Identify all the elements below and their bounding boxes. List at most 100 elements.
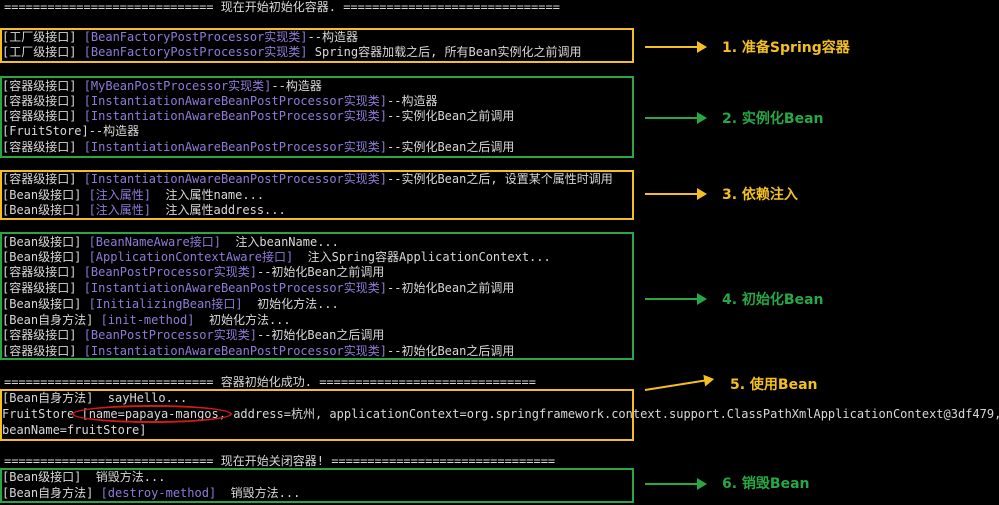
log-text: [容器级接口] [2,79,84,93]
log-text: --实例化Bean之后调用 [387,140,515,154]
log-line: [容器级接口] [MyBeanPostProcessor实现类]--构造器 [2,79,322,94]
log-text: [工厂级接口] [2,30,84,44]
stage-box-prepare-container [0,28,634,63]
class-name-text: [MyBeanPostProcessor实现类] [83,79,272,93]
log-line: [Bean级接口] [InitializingBean接口] 初始化方法... [2,297,339,312]
log-text: [容器级接口] [2,328,84,342]
log-text: --构造器 [271,79,322,93]
class-name-text: [注入属性] [88,188,152,202]
log-line: [Bean级接口] 销毁方法... [2,470,165,485]
stage-label-2: 2. 实例化Bean [722,111,824,127]
highlight-ellipse [72,405,232,423]
log-line: [容器级接口] [InstantiationAwareBeanPostProce… [2,140,514,155]
log-text: --初始化Bean之后调用 [387,344,515,358]
log-text: [容器级接口] [2,344,84,358]
log-line: [容器级接口] [BeanPostProcessor实现类]--初始化Bean之… [2,328,384,343]
stage-label-3: 3. 依赖注入 [722,187,798,203]
stage-label-6: 6. 销毁Bean [722,476,810,492]
log-line: [Bean级接口] [注入属性] 注入属性name... [2,188,264,203]
log-text: [容器级接口] [2,140,84,154]
log-text: --构造器 [387,94,438,108]
class-name-text: [InstantiationAwareBeanPostProcessor实现类] [83,344,387,358]
class-name-text: [init-method] [100,313,195,327]
log-line: [容器级接口] [InstantiationAwareBeanPostProce… [2,172,613,187]
stage-box-initialize [0,232,634,360]
class-name-text: [InstantiationAwareBeanPostProcessor实现类] [83,172,387,186]
class-name-text: [destroy-method] [100,486,217,500]
separator-start-close: ============================= 现在开始关闭容器! … [4,454,556,468]
stage-label-5: 5. 使用Bean [730,377,818,393]
log-text: 注入属性address... [151,203,286,217]
class-name-text: [BeanNameAware接口] [88,235,221,249]
log-line: [Bean自身方法] [init-method] 初始化方法... [2,313,291,328]
log-text: 初始化方法... [242,297,339,311]
log-text: [FruitStore]--构造器 [2,124,140,138]
log-text: [容器级接口] [2,109,84,123]
log-line: [容器级接口] [InstantiationAwareBeanPostProce… [2,281,514,296]
log-text: --实例化Bean之后, 设置某个属性时调用 [387,172,613,186]
log-text: 销毁方法... [216,486,301,500]
log-text: [容器级接口] [2,281,84,295]
class-name-text: [ApplicationContextAware接口] [88,250,294,264]
stage-label-1: 1. 准备Spring容器 [722,40,850,56]
log-line: beanName=fruitStore] [2,423,147,438]
log-text: --实例化Bean之前调用 [387,109,515,123]
stage-box-use [0,389,634,441]
log-line: [容器级接口] [InstantiationAwareBeanPostProce… [2,94,437,109]
class-name-text: [InstantiationAwareBeanPostProcessor实现类] [83,140,387,154]
class-name-text: [BeanFactoryPostProcessor实现类] [83,45,308,59]
log-text: [工厂级接口] [2,45,84,59]
log-line: [容器级接口] [BeanPostProcessor实现类]--初始化Bean之… [2,265,384,280]
log-line: [Bean级接口] [注入属性] 注入属性address... [2,203,286,218]
log-text: 注入属性name... [151,188,265,202]
stage-box-dependency-injection [0,170,634,220]
arrow-right-icon [644,378,713,391]
log-text: [Bean级接口] [2,188,89,202]
log-text: [容器级接口] [2,265,84,279]
class-name-text: [InstantiationAwareBeanPostProcessor实现类] [83,281,387,295]
log-text: [容器级接口] [2,94,84,108]
log-text: --构造器 [307,30,358,44]
log-text: --初始化Bean之后调用 [256,328,385,342]
arrow-right-icon [645,112,707,124]
log-line: [工厂级接口] [BeanFactoryPostProcessor实现类]--构… [2,30,358,45]
log-line: [FruitStore]--构造器 [2,124,139,139]
log-text: Spring容器加载之后, 所有Bean实例化之前调用 [307,45,582,59]
stage-label-4: 4. 初始化Bean [722,292,824,308]
log-line: [容器级接口] [InstantiationAwareBeanPostProce… [2,109,514,124]
log-text: [容器级接口] [2,172,84,186]
log-line: [Bean级接口] [ApplicationContextAware接口] 注入… [2,250,551,265]
log-text: [Bean自身方法] sayHello... [2,391,188,405]
log-line: [Bean自身方法] sayHello... [2,391,187,406]
class-name-text: [BeanPostProcessor实现类] [83,265,257,279]
stage-box-destroy [0,468,634,503]
log-text: [Bean级接口] [2,297,89,311]
arrow-right-icon [645,478,707,490]
log-text: --初始化Bean之前调用 [387,281,515,295]
log-text: [Bean级接口] [2,235,89,249]
log-text: [Bean级接口] [2,250,89,264]
log-line: [工厂级接口] [BeanFactoryPostProcessor实现类] Sp… [2,45,581,60]
separator-init-success: ============================= 容器初始化成功. =… [4,375,536,389]
log-text: [Bean自身方法] [2,313,101,327]
log-text: 初始化方法... [194,313,291,327]
arrow-right-icon [645,293,707,305]
log-text: [Bean自身方法] [2,486,101,500]
log-line: [Bean自身方法] [destroy-method] 销毁方法... [2,486,300,501]
class-name-text: [InstantiationAwareBeanPostProcessor实现类] [83,94,387,108]
arrow-right-icon [645,41,707,53]
class-name-text: [InitializingBean接口] [88,297,243,311]
log-line: [Bean级接口] [BeanNameAware接口] 注入beanName..… [2,235,339,250]
log-text: beanName=fruitStore] [2,423,147,437]
separator-start-init: ============================= 现在开始初始化容器.… [4,0,560,14]
log-line: [容器级接口] [InstantiationAwareBeanPostProce… [2,344,514,359]
log-text: [Bean级接口] [2,203,89,217]
arrow-right-icon [645,188,707,200]
class-name-text: [BeanPostProcessor实现类] [83,328,257,342]
log-text: 注入Spring容器ApplicationContext... [293,250,551,264]
stage-box-instantiate [0,76,634,158]
log-text: --初始化Bean之前调用 [256,265,385,279]
log-text: 注入beanName... [220,235,339,249]
class-name-text: [注入属性] [88,203,152,217]
